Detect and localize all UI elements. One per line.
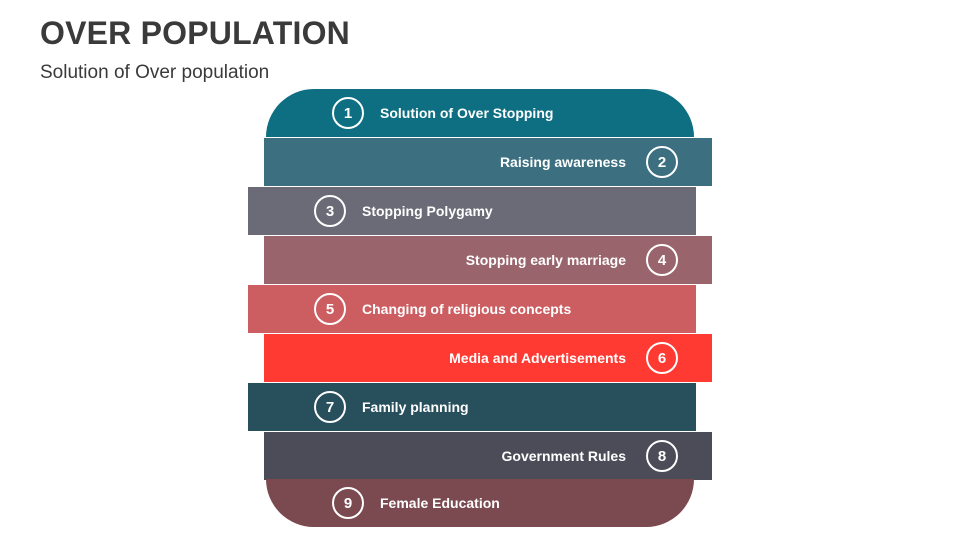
step-2-number-badge: 2 xyxy=(646,146,678,178)
step-7-label: Family planning xyxy=(362,399,469,415)
slide-title: OVER POPULATION xyxy=(40,15,350,51)
step-6-band: 6 Media and Advertisements xyxy=(264,334,712,382)
step-8-label: Government Rules xyxy=(501,448,626,464)
step-8-band: 8 Government Rules xyxy=(264,432,712,480)
step-2-label: Raising awareness xyxy=(499,154,626,170)
step-4-number-badge: 4 xyxy=(646,244,678,276)
step-9-band: 9 Female Education xyxy=(266,479,694,527)
step-6-number-badge: 6 xyxy=(646,342,678,374)
step-1-band: 1 Solution of Over Stopping xyxy=(266,89,694,137)
step-8-number-badge: 8 xyxy=(646,440,678,472)
slide-subtitle: Solution of Over population xyxy=(40,62,270,83)
step-2-band: 2 Raising awareness xyxy=(264,138,712,186)
step-1-number-badge: 1 xyxy=(332,97,364,129)
step-5-band: 5 Changing of religious concepts xyxy=(248,285,696,333)
step-5-number-badge: 5 xyxy=(314,293,346,325)
step-3-band: 3 Stopping Polygamy xyxy=(248,187,696,235)
step-3-number-badge: 3 xyxy=(314,195,346,227)
step-4-label: Stopping early marriage xyxy=(465,252,626,268)
step-5-label: Changing of religious concepts xyxy=(362,301,572,317)
step-9-label: Female Education xyxy=(380,495,500,511)
step-6-label: Media and Advertisements xyxy=(449,350,626,366)
step-4-band: 4 Stopping early marriage xyxy=(264,236,712,284)
step-1-label: Solution of Over Stopping xyxy=(380,105,554,121)
step-9-number-badge: 9 xyxy=(332,487,364,519)
step-7-band: 7 Family planning xyxy=(248,383,696,431)
step-3-label: Stopping Polygamy xyxy=(362,203,493,219)
step-7-number-badge: 7 xyxy=(314,391,346,423)
